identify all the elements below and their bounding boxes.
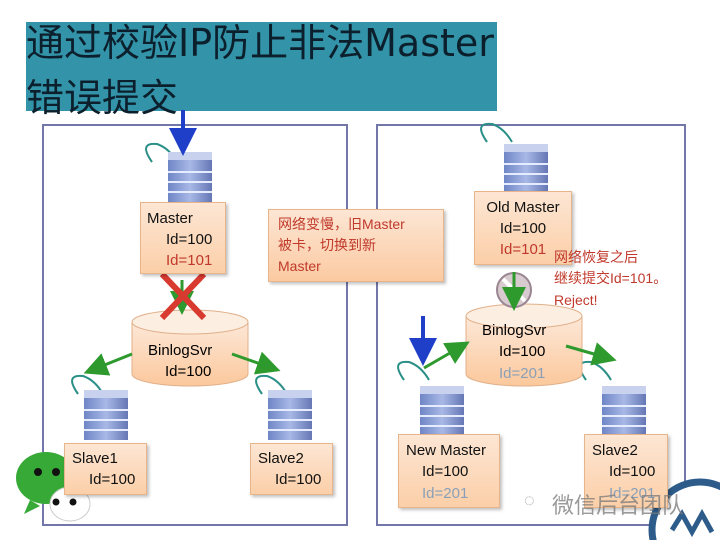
server-icon-slave1 [71,374,128,440]
master-name: Master [147,210,193,227]
page-title: 通过校验IP防止非法Master错误提交 [26,20,494,120]
old-master-name: Old Master [486,199,560,216]
server-icon-master [145,142,212,202]
reject-note-line1: 网络恢复之后 [554,249,638,265]
binlogsvr-right-id-new: Id=201 [499,365,546,382]
replicate-arrow-binlog-slave2-right [565,342,617,366]
middle-note-line1: 网络变慢，旧Master [278,216,405,232]
master-id-committed: Id=100 [166,231,213,248]
binlogsvr-left-id: Id=100 [165,363,212,380]
slave2-right-id-new: Id=201 [609,485,656,502]
new-master-id-committed: Id=100 [422,463,469,480]
wechat-logo-icon [16,452,91,522]
dolphin-icon [71,374,104,395]
shield-logo-icon [648,478,720,540]
new-master-node: New Master Id=100 Id=201 [398,434,500,508]
old-master-node: Old Master Id=100 Id=101 [474,191,572,265]
reject-icon [496,272,532,311]
slave2-left-id: Id=100 [275,471,322,488]
dolphin-icon [255,374,288,395]
binlogsvr-left-name: BinlogSvr [148,342,213,359]
reject-note-line3: Reject! [554,292,598,308]
replicate-arrow-binlog-slave1 [83,352,133,376]
watermark-text: 微信后台团队 [552,493,685,518]
dolphin-icon [579,360,612,381]
binlogsvr-right-name: BinlogSvr [482,322,547,339]
middle-note-line2: 被卡，切换到新 [278,237,376,253]
slave2-right-name: Slave2 [592,442,638,459]
blocked-cross-icon [159,271,207,321]
old-master-id-committed: Id=100 [499,220,547,237]
slave1-name: Slave1 [72,450,118,467]
slave2-right-node: Slave2 Id=100 Id=201 [584,434,668,508]
server-icon-slave2-left [255,374,312,440]
replicate-arrow-binlog-slave2 [231,351,281,375]
slave2-left-node: Slave2 Id=100 [250,443,333,495]
server-icon-slave2-right [579,360,646,436]
slave2-right-id-committed: Id=100 [609,463,656,480]
middle-note-box: 网络变慢，旧Master 被卡，切换到新 Master [268,209,444,282]
master-node: Master Id=100 Id=101 [140,202,226,274]
replicate-arrow-newmaster-binlog [423,341,470,370]
slave1-id: Id=100 [89,471,136,488]
server-icon-new-master [397,360,464,436]
dolphin-icon [397,360,430,381]
dolphin-icon [480,122,513,143]
slave1-node: Slave1 Id=100 [64,443,147,495]
title-banner [26,22,497,111]
new-master-id-new: Id=201 [422,485,469,502]
master-id-pending: Id=101 [166,252,213,269]
watermark-wechat-icon: ◌ [524,490,535,510]
old-master-id-pending: Id=101 [499,241,547,258]
new-master-name: New Master [406,442,487,459]
binlogsvr-right-id-committed: Id=100 [499,343,546,360]
middle-note-line3: Master [278,258,321,274]
reject-note-line2: 继续提交Id=101。 [554,270,668,286]
server-icon-old-master [480,122,548,194]
slave2-left-name: Slave2 [258,450,304,467]
